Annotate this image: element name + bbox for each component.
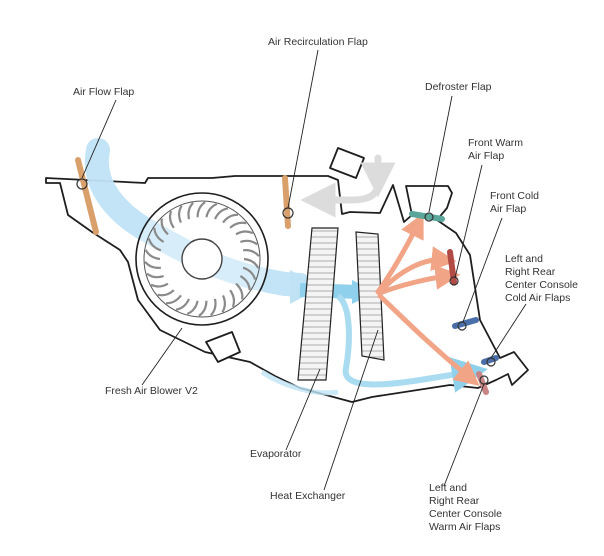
- rear-warm-air-flaps-label: Left and Right Rear Center Console Warm …: [429, 482, 505, 533]
- blower-vane: [186, 300, 199, 316]
- leader-lines: [81, 49, 527, 491]
- cold-air-bypass-flow: [335, 293, 488, 393]
- blower-vane: [243, 257, 260, 269]
- blower-vane: [239, 275, 251, 291]
- blower-vane: [222, 213, 239, 224]
- evaporator: [297, 227, 339, 381]
- label-line: Front Cold: [490, 190, 539, 202]
- fresh-air-blower-label: Fresh Air Blower V2: [105, 385, 198, 397]
- blower-vane: [144, 249, 161, 261]
- blower-vane: [160, 218, 169, 236]
- blower-vane: [187, 201, 195, 220]
- blower-vane: [168, 210, 175, 229]
- label-line: Right Rear: [505, 266, 556, 278]
- defroster-flap-label: Defroster Flap: [425, 81, 492, 93]
- label-line: Air Flap: [490, 203, 526, 215]
- label-line: Left and: [429, 482, 467, 494]
- front-cold-air-flap-label: Front Cold Air Flap: [490, 190, 542, 215]
- blower-vane: [146, 272, 164, 279]
- blower-vane: [147, 238, 162, 252]
- fresh-air-blower: [135, 192, 269, 326]
- blower-vane: [153, 227, 165, 243]
- blower-vane: [178, 205, 183, 224]
- blower-vane: [175, 298, 191, 311]
- blower-vane: [240, 239, 258, 246]
- blower-vane: [165, 294, 182, 305]
- recirculated-air-flows: [300, 154, 396, 218]
- label-line: Left and: [505, 253, 543, 265]
- defroster-flap: [409, 211, 445, 222]
- air-recirculation-flap-label: Air Recirculation Flap: [268, 36, 368, 48]
- blower-vane: [205, 202, 218, 218]
- blower-vane: [242, 266, 257, 280]
- blower-vane: [229, 289, 236, 308]
- blower-vane: [242, 249, 260, 257]
- label-line: Air Flap: [468, 150, 504, 162]
- front-warm-air-flap: [447, 249, 459, 286]
- blower-vane: [150, 282, 169, 288]
- blower-vane: [235, 282, 244, 300]
- label-line: Front Warm: [468, 137, 523, 149]
- evaporator-label: Evaporator: [250, 448, 302, 460]
- label-line: Cold Air Flaps: [505, 292, 570, 304]
- blower-vane: [198, 300, 208, 317]
- front-cold-air-flap: [452, 317, 479, 331]
- blower-vane: [209, 298, 217, 317]
- blower-vane: [229, 221, 247, 229]
- label-line: Right Rear: [429, 495, 480, 507]
- blower-vane: [221, 294, 226, 313]
- label-line: Center Console: [505, 279, 578, 291]
- blower-vane: [144, 261, 162, 269]
- blower-vane: [157, 289, 175, 297]
- heat-exchanger: [355, 231, 385, 361]
- label-line: Warm Air Flaps: [429, 521, 500, 533]
- air-flow-flap-label: Air Flow Flap: [73, 86, 134, 98]
- recirculation-inlet: [329, 147, 365, 179]
- front-warm-air-flap-label: Front Warm Air Flap: [468, 137, 526, 162]
- blower-vane: [235, 230, 254, 236]
- label-line: Center Console: [429, 508, 502, 520]
- heat-exchanger-label: Heat Exchanger: [270, 490, 346, 502]
- cold-air-return-flow: [260, 369, 339, 396]
- warm-air-flows: [375, 212, 480, 386]
- lower-bracket: [205, 331, 241, 363]
- rear-cold-air-flaps-label: Left and Right Rear Center Console Cold …: [505, 253, 581, 304]
- air-flow-flap: [75, 157, 99, 235]
- blower-vane: [196, 201, 206, 218]
- blower-vane: [213, 207, 229, 220]
